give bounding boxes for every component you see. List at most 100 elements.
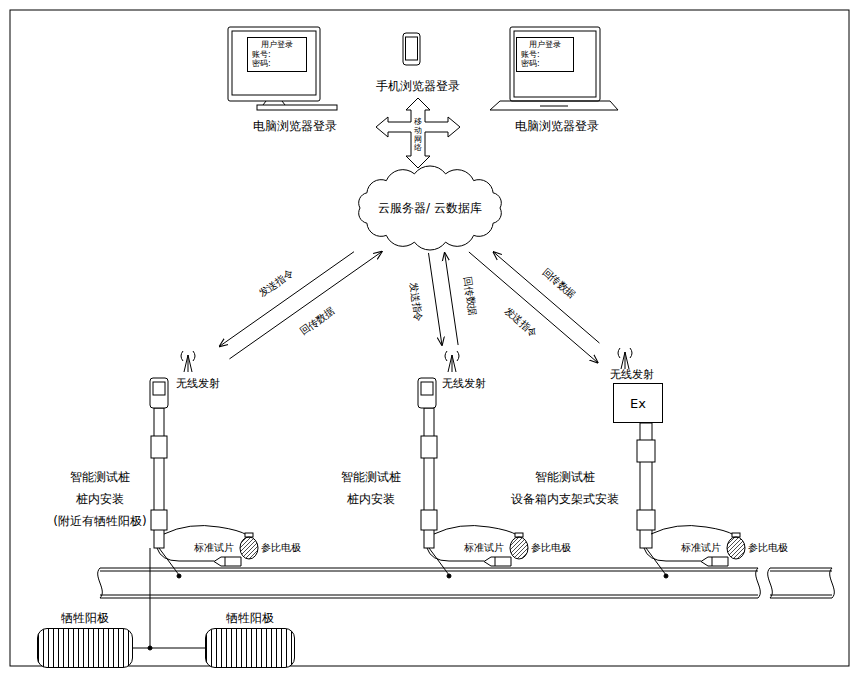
data-link-arrow bbox=[220, 252, 354, 347]
login-box: 用户登录账号:密码: bbox=[516, 37, 574, 72]
laptop-icon bbox=[490, 27, 618, 110]
data-link-arrow bbox=[445, 253, 458, 345]
part-label: 电脑浏览器登录 bbox=[253, 120, 337, 134]
laptop-icon bbox=[510, 27, 600, 101]
coupon-symbol bbox=[214, 557, 241, 566]
part-label: 标准试片 bbox=[464, 542, 504, 554]
phone-icon bbox=[403, 33, 420, 65]
pipe-joint bbox=[447, 574, 451, 578]
pile-base bbox=[644, 526, 745, 578]
pipeline bbox=[756, 568, 761, 598]
reference-electrode bbox=[510, 537, 528, 559]
cloud-shape bbox=[359, 166, 502, 250]
test-pile: 无线发射 bbox=[415, 348, 495, 410]
part-label: 电脑浏览器登录 bbox=[515, 120, 599, 134]
cloud-node: 云服务器/ 云数据库 bbox=[352, 166, 508, 250]
node-text: 用户登录 bbox=[261, 40, 293, 49]
coupon-symbol bbox=[484, 557, 511, 566]
laptop-icon bbox=[514, 31, 596, 97]
part-label: 标准试片 bbox=[681, 542, 721, 554]
frame bbox=[10, 10, 849, 666]
monitor-icon bbox=[228, 27, 320, 101]
part-label: 手机浏览器登录 bbox=[376, 80, 460, 94]
node-text: 密码: bbox=[252, 59, 271, 68]
pipe-wire bbox=[646, 548, 666, 575]
pile-post bbox=[151, 510, 167, 530]
node-text: 牺牲阳极 bbox=[38, 610, 132, 627]
pile-post bbox=[637, 510, 655, 530]
anode-wire bbox=[133, 548, 205, 648]
data-link-arrow bbox=[229, 252, 381, 359]
electrode-cap bbox=[732, 533, 740, 537]
pipeline bbox=[100, 568, 758, 598]
laptop-icon bbox=[490, 101, 618, 110]
illustration bbox=[10, 10, 849, 666]
anode-wire bbox=[148, 646, 152, 650]
pile-post bbox=[421, 510, 437, 530]
pipe-wire bbox=[429, 548, 449, 575]
pipeline bbox=[770, 568, 832, 598]
anode-box: 牺牲阳极 bbox=[37, 628, 133, 668]
install-note: 智能测试桩 桩内安装 bbox=[335, 466, 407, 510]
install-note: 智能测试桩 设备箱内支架式安装 bbox=[505, 466, 625, 510]
node-text: 移动网络 bbox=[414, 118, 422, 153]
node-text: 账号: bbox=[252, 50, 271, 59]
edge-label: 回传数据 bbox=[296, 304, 337, 337]
monitor-icon bbox=[228, 27, 337, 110]
edge-label: 发送指令 bbox=[501, 304, 540, 340]
node-text: 云服务器/ 云数据库 bbox=[378, 200, 482, 217]
pile-base bbox=[427, 526, 528, 578]
electrode-cap bbox=[515, 533, 523, 537]
four-way-arrow bbox=[376, 98, 460, 168]
node-text: 密码: bbox=[521, 59, 540, 68]
node-outline bbox=[359, 166, 502, 250]
antenna-symbol bbox=[445, 351, 459, 372]
part-label: 参比电极 bbox=[748, 542, 788, 554]
network-arrow: 移动网络 bbox=[376, 98, 460, 168]
node-text: Ex bbox=[630, 396, 646, 411]
node-text: 无线发射 bbox=[610, 367, 654, 382]
reference-electrode bbox=[240, 537, 258, 559]
ex-box: Ex bbox=[613, 383, 663, 423]
electrode-wire bbox=[164, 526, 247, 535]
edge-label: 回传数据 bbox=[462, 275, 479, 318]
phone-icon bbox=[403, 33, 420, 65]
edge-label: 发送指令 bbox=[256, 267, 297, 300]
part-label: 参比电极 bbox=[531, 542, 571, 554]
pile-head bbox=[418, 378, 436, 408]
pile-post bbox=[421, 436, 437, 458]
coupon-symbol bbox=[701, 557, 728, 566]
electrode-wire bbox=[651, 526, 734, 535]
antenna-symbol bbox=[181, 351, 195, 372]
part-label: 标准试片 bbox=[194, 542, 234, 554]
part-label: 参比电极 bbox=[261, 542, 301, 554]
anode-wire bbox=[133, 548, 205, 650]
node-outline bbox=[618, 348, 632, 369]
node-text: 无线发射 bbox=[442, 376, 486, 391]
edge-label: 发送指令 bbox=[408, 280, 425, 323]
pipeline bbox=[768, 568, 773, 598]
pile-base-parts bbox=[157, 526, 745, 578]
pile-post bbox=[151, 436, 167, 458]
monitor-icon bbox=[263, 101, 285, 105]
reference-electrode bbox=[727, 537, 745, 559]
pile-head bbox=[150, 378, 168, 408]
pipeline bbox=[98, 568, 103, 598]
node-text: 无线发射 bbox=[176, 376, 220, 391]
antenna-symbol bbox=[618, 348, 632, 369]
pipe-joint bbox=[664, 574, 668, 578]
login-box: 用户登录账号:密码: bbox=[247, 37, 307, 72]
phone-icon bbox=[406, 37, 418, 60]
pile-post bbox=[151, 408, 655, 548]
node-text: 牺牲阳极 bbox=[206, 610, 294, 627]
pipe-wire bbox=[159, 548, 179, 575]
install-note: 智能测试桩 桩内安装 (附近有牺牲阳极) bbox=[52, 466, 148, 532]
pipe-joint bbox=[177, 574, 181, 578]
node-text: 账号: bbox=[521, 50, 540, 59]
pile-display bbox=[153, 382, 165, 395]
test-pile: 无线发射 bbox=[147, 348, 227, 410]
laptop-icon bbox=[540, 106, 568, 107]
monitor-icon bbox=[257, 105, 337, 110]
